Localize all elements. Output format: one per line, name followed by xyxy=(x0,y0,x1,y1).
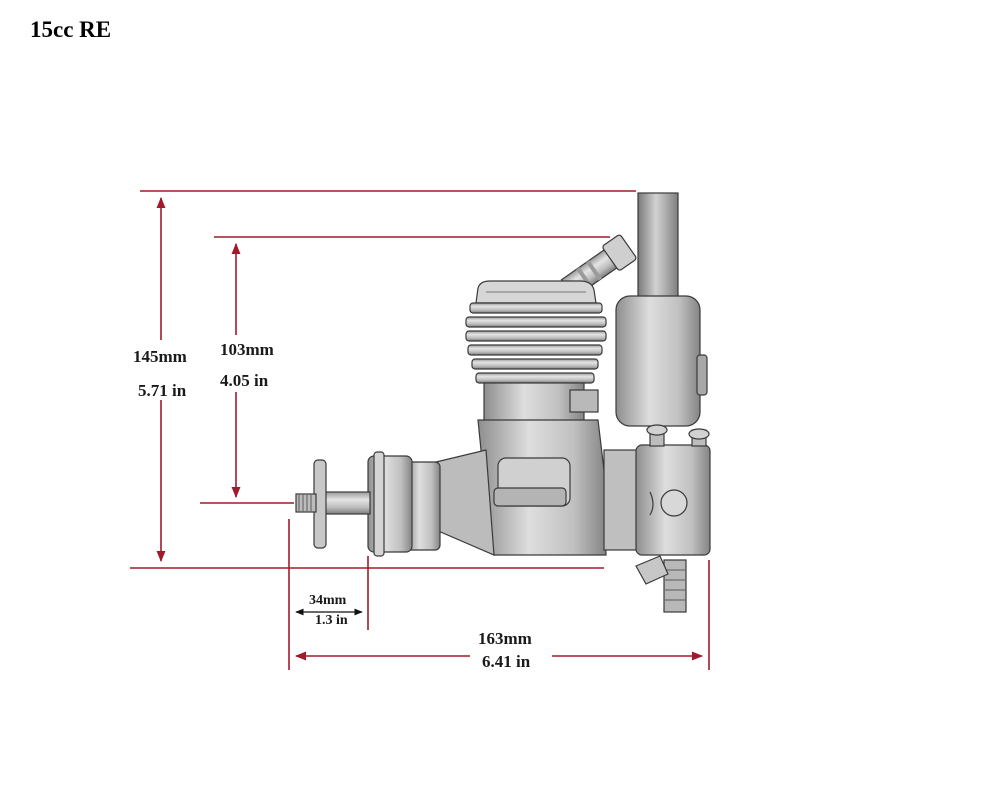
cylinder-height-metric: 103mm xyxy=(220,340,274,359)
dimension-lines xyxy=(130,190,710,670)
shaft-length-imperial: 1.3 in xyxy=(315,613,348,628)
overall-height-metric: 145mm xyxy=(133,347,187,366)
page-title: 15cc RE xyxy=(30,17,111,42)
shaft-length-metric: 34mm xyxy=(309,593,347,608)
engine-illustration xyxy=(295,192,711,613)
cylinder-height-imperial: 4.05 in xyxy=(220,371,269,390)
overall-height-imperial: 5.71 in xyxy=(138,381,187,400)
overall-length-metric: 163mm xyxy=(478,629,532,648)
overall-length-imperial: 6.41 in xyxy=(482,652,531,671)
